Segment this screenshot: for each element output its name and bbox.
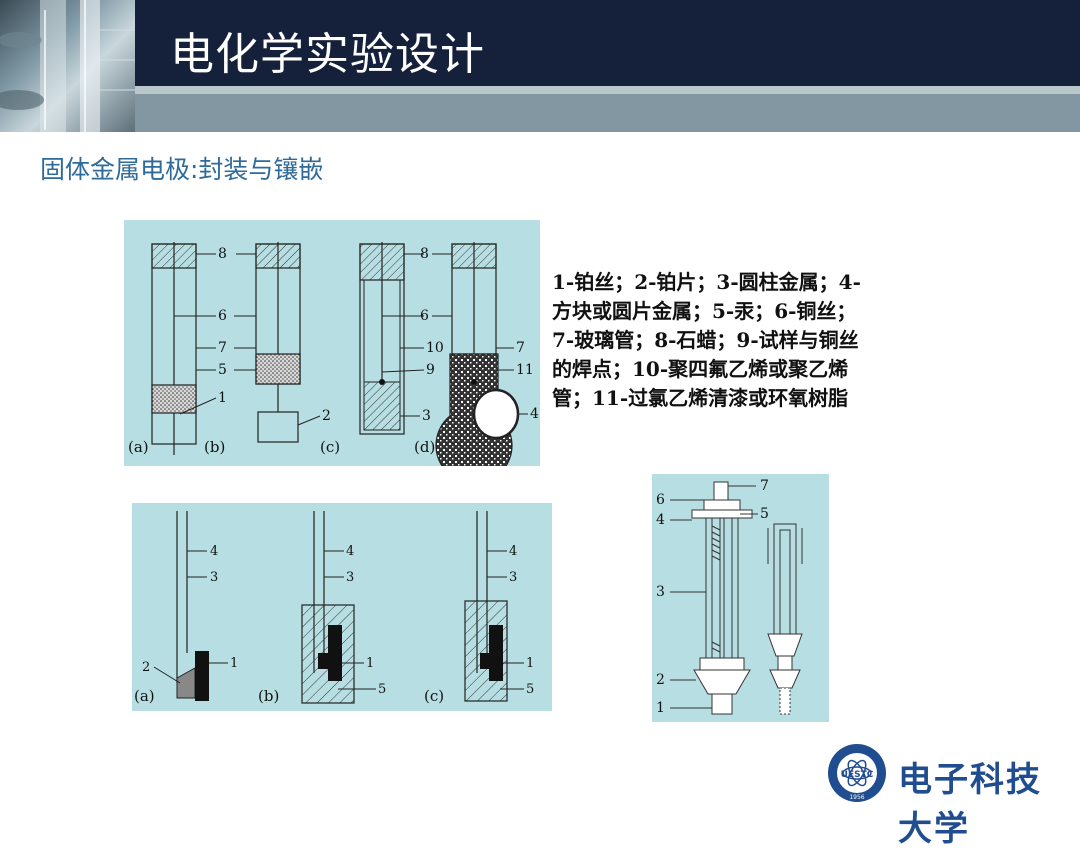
seal-year: 1956	[849, 794, 864, 801]
fig1-callout-7: 7	[516, 340, 525, 356]
seal-text: UESTC	[841, 770, 874, 780]
fig2-callout-6: 1	[366, 656, 374, 671]
university-logo: UESTC 1956 电子科技大学	[826, 742, 1066, 849]
fig3-callout-4: 3	[656, 584, 665, 600]
fig2-callout-1: 3	[210, 570, 218, 585]
fig3-top-cap	[713, 481, 729, 501]
fig3-sample-tip	[711, 693, 733, 715]
page-subtitle: 固体金属电极:封装与镶嵌	[40, 155, 324, 184]
lab-glassware-illustration	[0, 0, 135, 132]
fig3-callout-3: 5	[760, 506, 769, 522]
fig1-callout-5: 8	[420, 246, 429, 262]
header-decorative-image	[0, 0, 135, 132]
figure-electrode-holder: 6 4 7 5 3 2 1	[652, 474, 829, 722]
fig1-callout-8: 10	[426, 340, 444, 356]
fig2-callout-0: 4	[210, 544, 218, 559]
fig1b-paraffin	[255, 243, 301, 269]
page-title: 电化学实验设计	[170, 29, 485, 80]
fig1-callout-2: 7	[218, 340, 227, 356]
fig3-callout-0: 6	[656, 492, 665, 508]
fig2-callout-10: 1	[526, 656, 534, 671]
university-name: 电子科技大学	[898, 760, 1042, 849]
fig3-callout-2: 7	[760, 478, 769, 494]
figure-electrode-sealing: 8 6 7 5 1 8 6 7 10 9 11 2 3 4 (a) (b) (c) (d)	[124, 220, 540, 466]
fig3-callout-6: 1	[656, 700, 665, 716]
electrode-holder-diagram: 6 4 7 5 3 2 1	[656, 478, 803, 716]
fig2-panel-label-1: (b)	[258, 687, 279, 705]
fig1-callout-10: 11	[516, 362, 534, 378]
fig1-callout-12: 3	[422, 408, 431, 424]
fig1d-disc-metal	[472, 388, 520, 440]
fig1-panel-label-3: (d)	[414, 438, 435, 456]
fig1-callout-11: 2	[322, 408, 331, 424]
fig1-callout-0: 8	[218, 246, 227, 262]
fig1b-mercury	[255, 353, 301, 385]
fig1a-mercury	[151, 384, 197, 414]
fig1c-paraffin	[359, 243, 405, 281]
fig3-callout-5: 2	[656, 672, 665, 688]
fig1-callout-9: 9	[426, 362, 435, 378]
electrode-sealing-diagram: 8 6 7 5 1 8 6 7 10 9 11 2 3 4 (a) (b) (c) (d)	[128, 242, 539, 466]
fig1-callout-6: 6	[420, 308, 429, 324]
fig1d-paraffin	[451, 243, 497, 269]
fig2-callout-5: 3	[346, 570, 354, 585]
fig3-screw-thread	[711, 525, 721, 653]
legend-line: 1-铂丝；2-铂片；3-圆柱金属；4-	[552, 270, 861, 294]
fig2-callout-3: 1	[230, 656, 238, 671]
fig1-panel-label-0: (a)	[128, 438, 149, 456]
fig2-panel-label-2: (c)	[424, 687, 444, 705]
fig1-callout-3: 5	[218, 362, 227, 378]
fig2-callout-11: 5	[526, 682, 534, 697]
fig2-callout-2: 2	[142, 660, 150, 675]
university-seal-icon: UESTC 1956	[828, 744, 886, 802]
fig1-callout-13: 4	[530, 406, 539, 422]
header-bar	[135, 0, 1080, 86]
fig1-panel-label-1: (b)	[204, 438, 225, 456]
fig1b-platinum-sheet	[257, 411, 299, 443]
fig2-callout-8: 4	[509, 544, 517, 559]
fig1-callout-1: 6	[218, 308, 227, 324]
legend-line: 的焊点；10-聚四氟乙烯或聚乙烯	[552, 357, 849, 381]
fig2b-sample	[328, 625, 342, 681]
fig3-callout-1: 4	[656, 512, 665, 528]
fig2-callout-9: 3	[509, 570, 517, 585]
legend-line: 7-玻璃管；8-石蜡；9-试样与铜丝	[552, 328, 859, 352]
fig2-callout-4: 4	[346, 544, 354, 559]
header-strip-highlight	[135, 86, 1080, 94]
fig1-panel-label-2: (c)	[320, 438, 340, 456]
fig2c-sample	[489, 625, 503, 681]
legend-line: 方块或圆片金属；5-汞；6-铜丝；	[552, 299, 857, 323]
fig2-panel-label-0: (a)	[134, 687, 155, 705]
fig1c-solder-point	[379, 379, 385, 385]
fig1-callout-4: 1	[218, 390, 227, 406]
legend-line: 管；11-过氯乙烯清漆或环氧树脂	[552, 386, 849, 410]
fig1a-paraffin	[151, 243, 197, 269]
fig2-callout-7: 5	[378, 682, 386, 697]
fig2a-sample	[195, 651, 209, 701]
fig3-cone-seal	[693, 669, 751, 695]
fig1c-cylinder-metal	[363, 381, 401, 431]
component-legend: 1-铂丝；2-铂片；3-圆柱金属；4- 方块或圆片金属；5-汞；6-铜丝； 7-…	[552, 268, 912, 413]
